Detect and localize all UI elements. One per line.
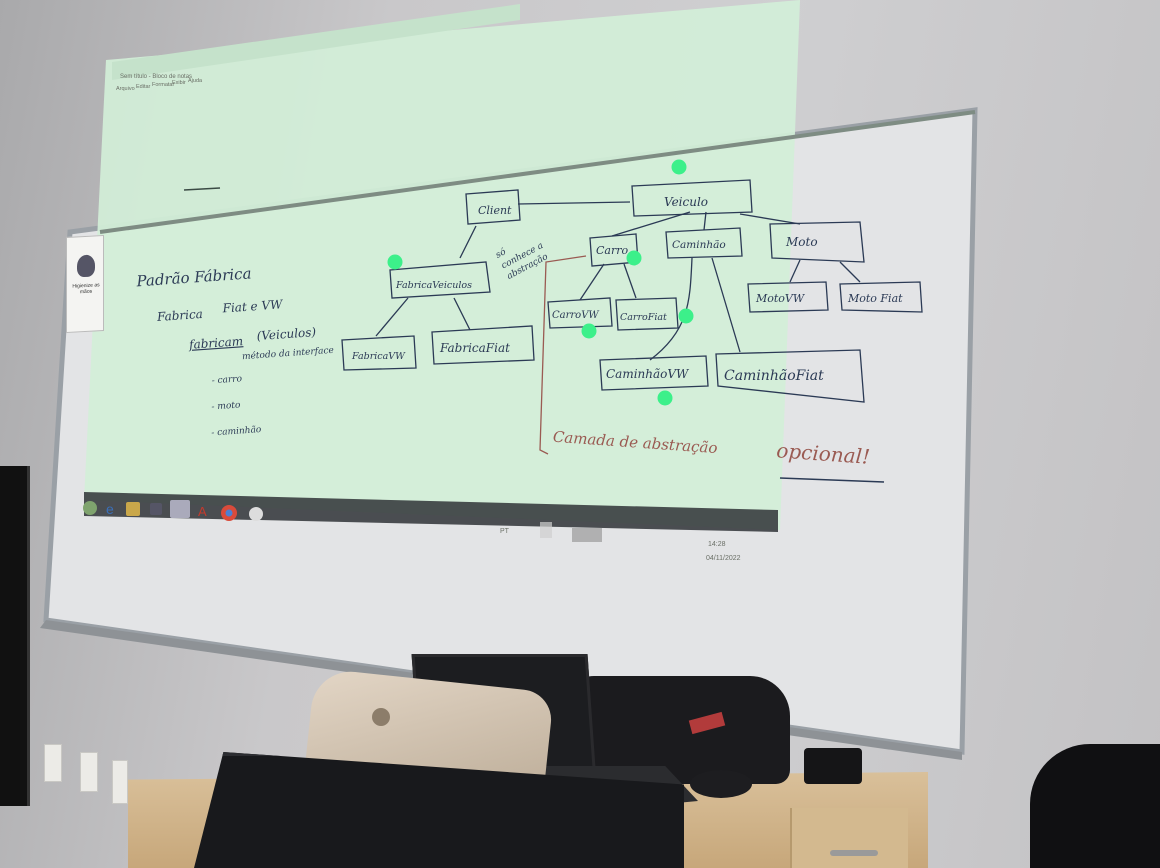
drawer-handle[interactable] <box>830 850 878 856</box>
box-fabrica-vw <box>341 335 417 371</box>
computer-mouse <box>690 770 752 798</box>
taskbar-date: 04/11/2022 <box>706 555 741 562</box>
taskbar-language[interactable]: PT <box>500 528 510 535</box>
wall-outlet <box>44 744 62 782</box>
uml-diagram <box>341 179 923 455</box>
menu-arquivo[interactable]: Arquivo <box>116 86 135 92</box>
box-caminhao-vw <box>599 355 709 391</box>
bag-buckle <box>372 708 390 726</box>
notes-item-moto: - moto <box>211 400 241 412</box>
box-fabrica-veiculos <box>389 261 491 299</box>
box-veiculo <box>631 179 753 217</box>
box-carro-fiat <box>615 297 679 331</box>
box-fabrica-fiat <box>431 325 535 365</box>
label-moto: Moto <box>785 235 818 249</box>
wall-outlet <box>112 760 128 804</box>
label-moto-fiat: Moto Fiat <box>847 292 903 305</box>
pdf-icon[interactable]: A <box>198 504 207 519</box>
menu-exibir[interactable]: Exibir <box>172 80 186 86</box>
box-moto <box>769 221 865 263</box>
notes-line1-a: fabricam <box>188 334 244 352</box>
notes-subtitle-right: Fiat e VW <box>221 297 284 315</box>
start-icon[interactable] <box>83 501 97 515</box>
ie-icon[interactable]: e <box>106 501 114 517</box>
label-carro: Carro <box>596 244 628 257</box>
menu-ajuda[interactable]: Ajuda <box>188 78 203 84</box>
label-fabrica-vw: FabricaVW <box>351 351 406 362</box>
notes-subtitle-left: Fabrica <box>156 307 204 324</box>
label-moto-vw: MotoVW <box>755 292 806 305</box>
box-moto-vw <box>747 281 829 313</box>
label-client: Client <box>478 204 512 217</box>
label-carro-fiat: CarroFiat <box>620 312 667 323</box>
side-monitor <box>0 466 30 806</box>
taskbar: e A PT 14:28 04/11/2022 <box>83 500 741 562</box>
wall-outlet <box>80 752 98 792</box>
taskbar-time: 14:28 <box>708 541 726 548</box>
menu-formatar[interactable]: Formatar <box>152 82 174 88</box>
box-client <box>465 189 521 225</box>
menu-editar[interactable]: Editar <box>136 84 151 90</box>
highlight-dots <box>387 159 694 406</box>
window-title: Sem título - Bloco de notas <box>120 74 192 80</box>
label-fabrica-veiculos: FabricaVeiculos <box>395 280 472 291</box>
label-carro-vw: CarroVW <box>552 310 599 321</box>
menu-bar: Arquivo Editar Formatar Exibir Ajuda <box>116 78 203 92</box>
box-carro-vw <box>547 297 613 329</box>
app-icon[interactable] <box>249 507 263 521</box>
window-icon[interactable] <box>170 500 190 518</box>
label-veiculo: Veiculo <box>664 195 708 209</box>
power-adapter <box>804 748 862 784</box>
label-fabrica-fiat: FabricaFiat <box>439 341 510 355</box>
label-caminhao-vw: CaminhãoVW <box>606 367 690 381</box>
label-caminhao-fiat: CaminhãoFiat <box>724 368 824 384</box>
box-caminhao-fiat <box>715 349 865 403</box>
hygiene-poster: Higienize as mãos <box>66 235 104 333</box>
media-icon[interactable] <box>150 503 162 515</box>
label-caminhao: Caminhão <box>672 239 726 251</box>
notes-item-carro: - carro <box>211 374 243 386</box>
chair <box>1030 744 1160 868</box>
notes-item-caminhao: - caminhão <box>211 424 262 439</box>
footer-note-b: opcional! <box>776 438 871 468</box>
box-caminhao <box>665 227 743 259</box>
poster-text: Higienize as mãos <box>72 282 100 296</box>
notes-line1-b: (Veiculos) <box>256 325 317 343</box>
explorer-icon[interactable] <box>126 502 140 516</box>
hand-icon <box>77 254 95 278</box>
box-moto-fiat <box>839 281 923 313</box>
desk-drawer <box>790 808 908 868</box>
